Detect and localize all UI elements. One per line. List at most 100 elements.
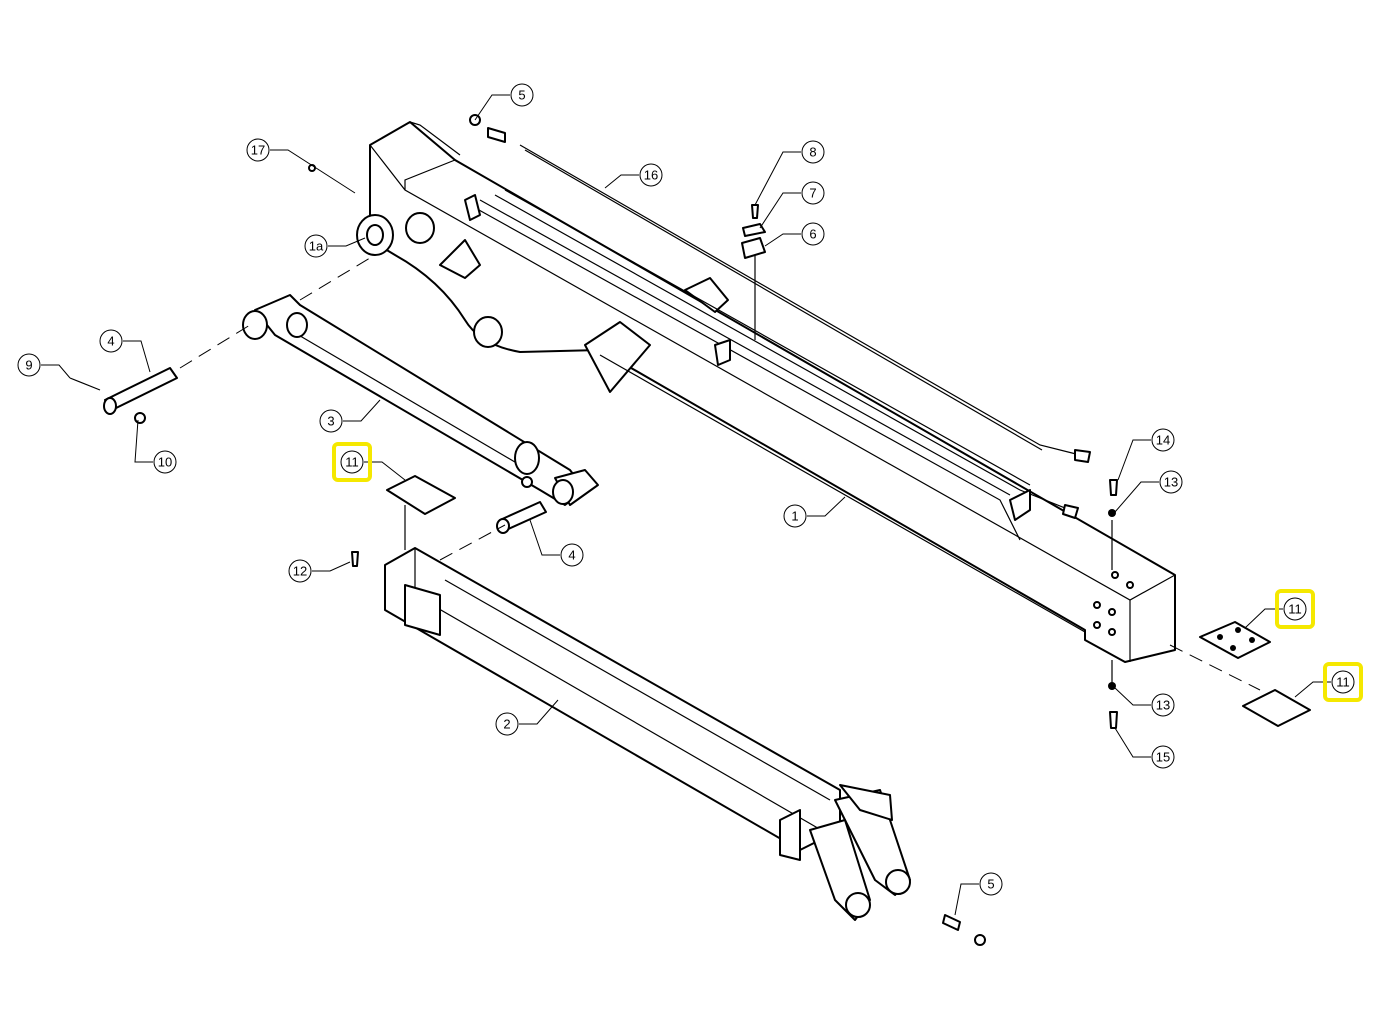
callout-5: 5 bbox=[474, 83, 534, 121]
balloon-circle bbox=[1159, 470, 1183, 494]
balloon-circle bbox=[1331, 670, 1355, 694]
leader-line bbox=[328, 237, 366, 247]
callout-label: 9 bbox=[25, 358, 32, 373]
balloon-circle bbox=[979, 872, 1003, 896]
balloon-circle bbox=[639, 163, 663, 187]
callout-label: 4 bbox=[107, 334, 114, 349]
leader-line bbox=[519, 699, 559, 725]
leader-line bbox=[123, 340, 151, 373]
balloon-circle bbox=[801, 181, 825, 205]
callout-label: 7 bbox=[809, 186, 816, 201]
leader-line bbox=[343, 399, 381, 422]
balloon-circle bbox=[246, 138, 270, 162]
balloon-circle bbox=[1151, 693, 1175, 717]
balloon-circle bbox=[153, 450, 177, 474]
callout-10: 10 bbox=[134, 419, 177, 474]
assembly-lines bbox=[179, 250, 1261, 691]
balloon-circle bbox=[1151, 745, 1175, 769]
hydraulic-lines bbox=[464, 144, 1091, 541]
callout-8: 8 bbox=[754, 140, 825, 206]
callout-13: 13 bbox=[1114, 470, 1183, 513]
highlight-box bbox=[332, 442, 372, 482]
leader-line bbox=[754, 151, 801, 206]
balloon-circle bbox=[510, 83, 534, 107]
callout-11: 11 bbox=[1294, 662, 1363, 702]
pins bbox=[69, 114, 986, 946]
callout-label: 17 bbox=[251, 143, 265, 158]
callout-3: 3 bbox=[319, 399, 381, 433]
wear-pads bbox=[351, 204, 1311, 729]
balloon-circle bbox=[801, 140, 825, 164]
leader-line bbox=[764, 233, 801, 247]
callout-label: 15 bbox=[1156, 750, 1170, 765]
callout-15: 15 bbox=[1114, 727, 1175, 769]
callout-2: 2 bbox=[495, 699, 559, 736]
leader-line bbox=[807, 496, 846, 517]
callout-1: 1 bbox=[783, 496, 846, 528]
callout-label: 1a bbox=[309, 239, 324, 254]
callout-label: 1 bbox=[791, 509, 798, 524]
leader-line bbox=[604, 174, 639, 189]
callout-label: 4 bbox=[568, 548, 575, 563]
callout-6: 6 bbox=[764, 222, 825, 247]
balloon-circle bbox=[801, 222, 825, 246]
leader-line bbox=[474, 94, 510, 121]
callout-label: 10 bbox=[158, 455, 172, 470]
callout-13: 13 bbox=[1114, 687, 1175, 717]
balloon-circle bbox=[340, 450, 364, 474]
leader-line bbox=[529, 519, 560, 556]
balloon-circle bbox=[560, 543, 584, 567]
callout-label: 11 bbox=[1288, 602, 1302, 617]
hydraulic-cylinder bbox=[242, 294, 599, 506]
balloon-circle bbox=[495, 712, 519, 736]
callout-9: 9 bbox=[17, 353, 71, 379]
callout-label: 11 bbox=[345, 455, 359, 470]
callout-label: 5 bbox=[518, 88, 525, 103]
leader-line bbox=[41, 364, 71, 379]
callout-label: 2 bbox=[503, 717, 510, 732]
callout-label: 8 bbox=[809, 145, 816, 160]
balloon-circle bbox=[288, 559, 312, 583]
callout-5: 5 bbox=[954, 872, 1003, 916]
balloon-circle bbox=[783, 504, 807, 528]
callout-12: 12 bbox=[288, 559, 351, 583]
callout-7: 7 bbox=[759, 181, 825, 229]
leader-line bbox=[270, 149, 356, 194]
extension-arm bbox=[384, 547, 911, 921]
callout-14: 14 bbox=[1117, 428, 1175, 481]
callout-4: 4 bbox=[529, 519, 584, 567]
callout-16: 16 bbox=[604, 163, 663, 189]
callout-label: 5 bbox=[987, 877, 994, 892]
balloon-circle bbox=[17, 353, 41, 377]
callout-label: 14 bbox=[1156, 433, 1170, 448]
callout-11: 11 bbox=[1244, 589, 1315, 629]
main-boom bbox=[356, 121, 1176, 663]
callout-label: 13 bbox=[1156, 698, 1170, 713]
callout-4: 4 bbox=[99, 329, 151, 373]
highlight-box bbox=[1323, 662, 1363, 702]
callout-label: 12 bbox=[293, 564, 307, 579]
leader-line bbox=[312, 561, 351, 572]
balloon-circle bbox=[319, 409, 343, 433]
callout-1a: 1a bbox=[304, 234, 366, 258]
callout-label: 16 bbox=[644, 168, 658, 183]
leader-line bbox=[954, 883, 979, 916]
balloon-circle bbox=[99, 329, 123, 353]
callout-label: 6 bbox=[809, 227, 816, 242]
balloon-circle bbox=[1283, 597, 1307, 621]
balloon-circle bbox=[1151, 428, 1175, 452]
leader-line bbox=[134, 419, 153, 463]
leader-line bbox=[759, 192, 801, 229]
callout-label: 13 bbox=[1164, 475, 1178, 490]
callout-label: 3 bbox=[327, 414, 334, 429]
callout-17: 17 bbox=[246, 138, 356, 194]
leader-line bbox=[1114, 727, 1151, 758]
leader-line bbox=[1117, 439, 1151, 481]
callout-label: 11 bbox=[1336, 675, 1350, 690]
leader-line bbox=[1114, 481, 1159, 513]
callout-11: 11 bbox=[332, 442, 406, 482]
balloon-circle bbox=[304, 234, 328, 258]
leader-line bbox=[1114, 687, 1151, 706]
highlight-box bbox=[1275, 589, 1315, 629]
